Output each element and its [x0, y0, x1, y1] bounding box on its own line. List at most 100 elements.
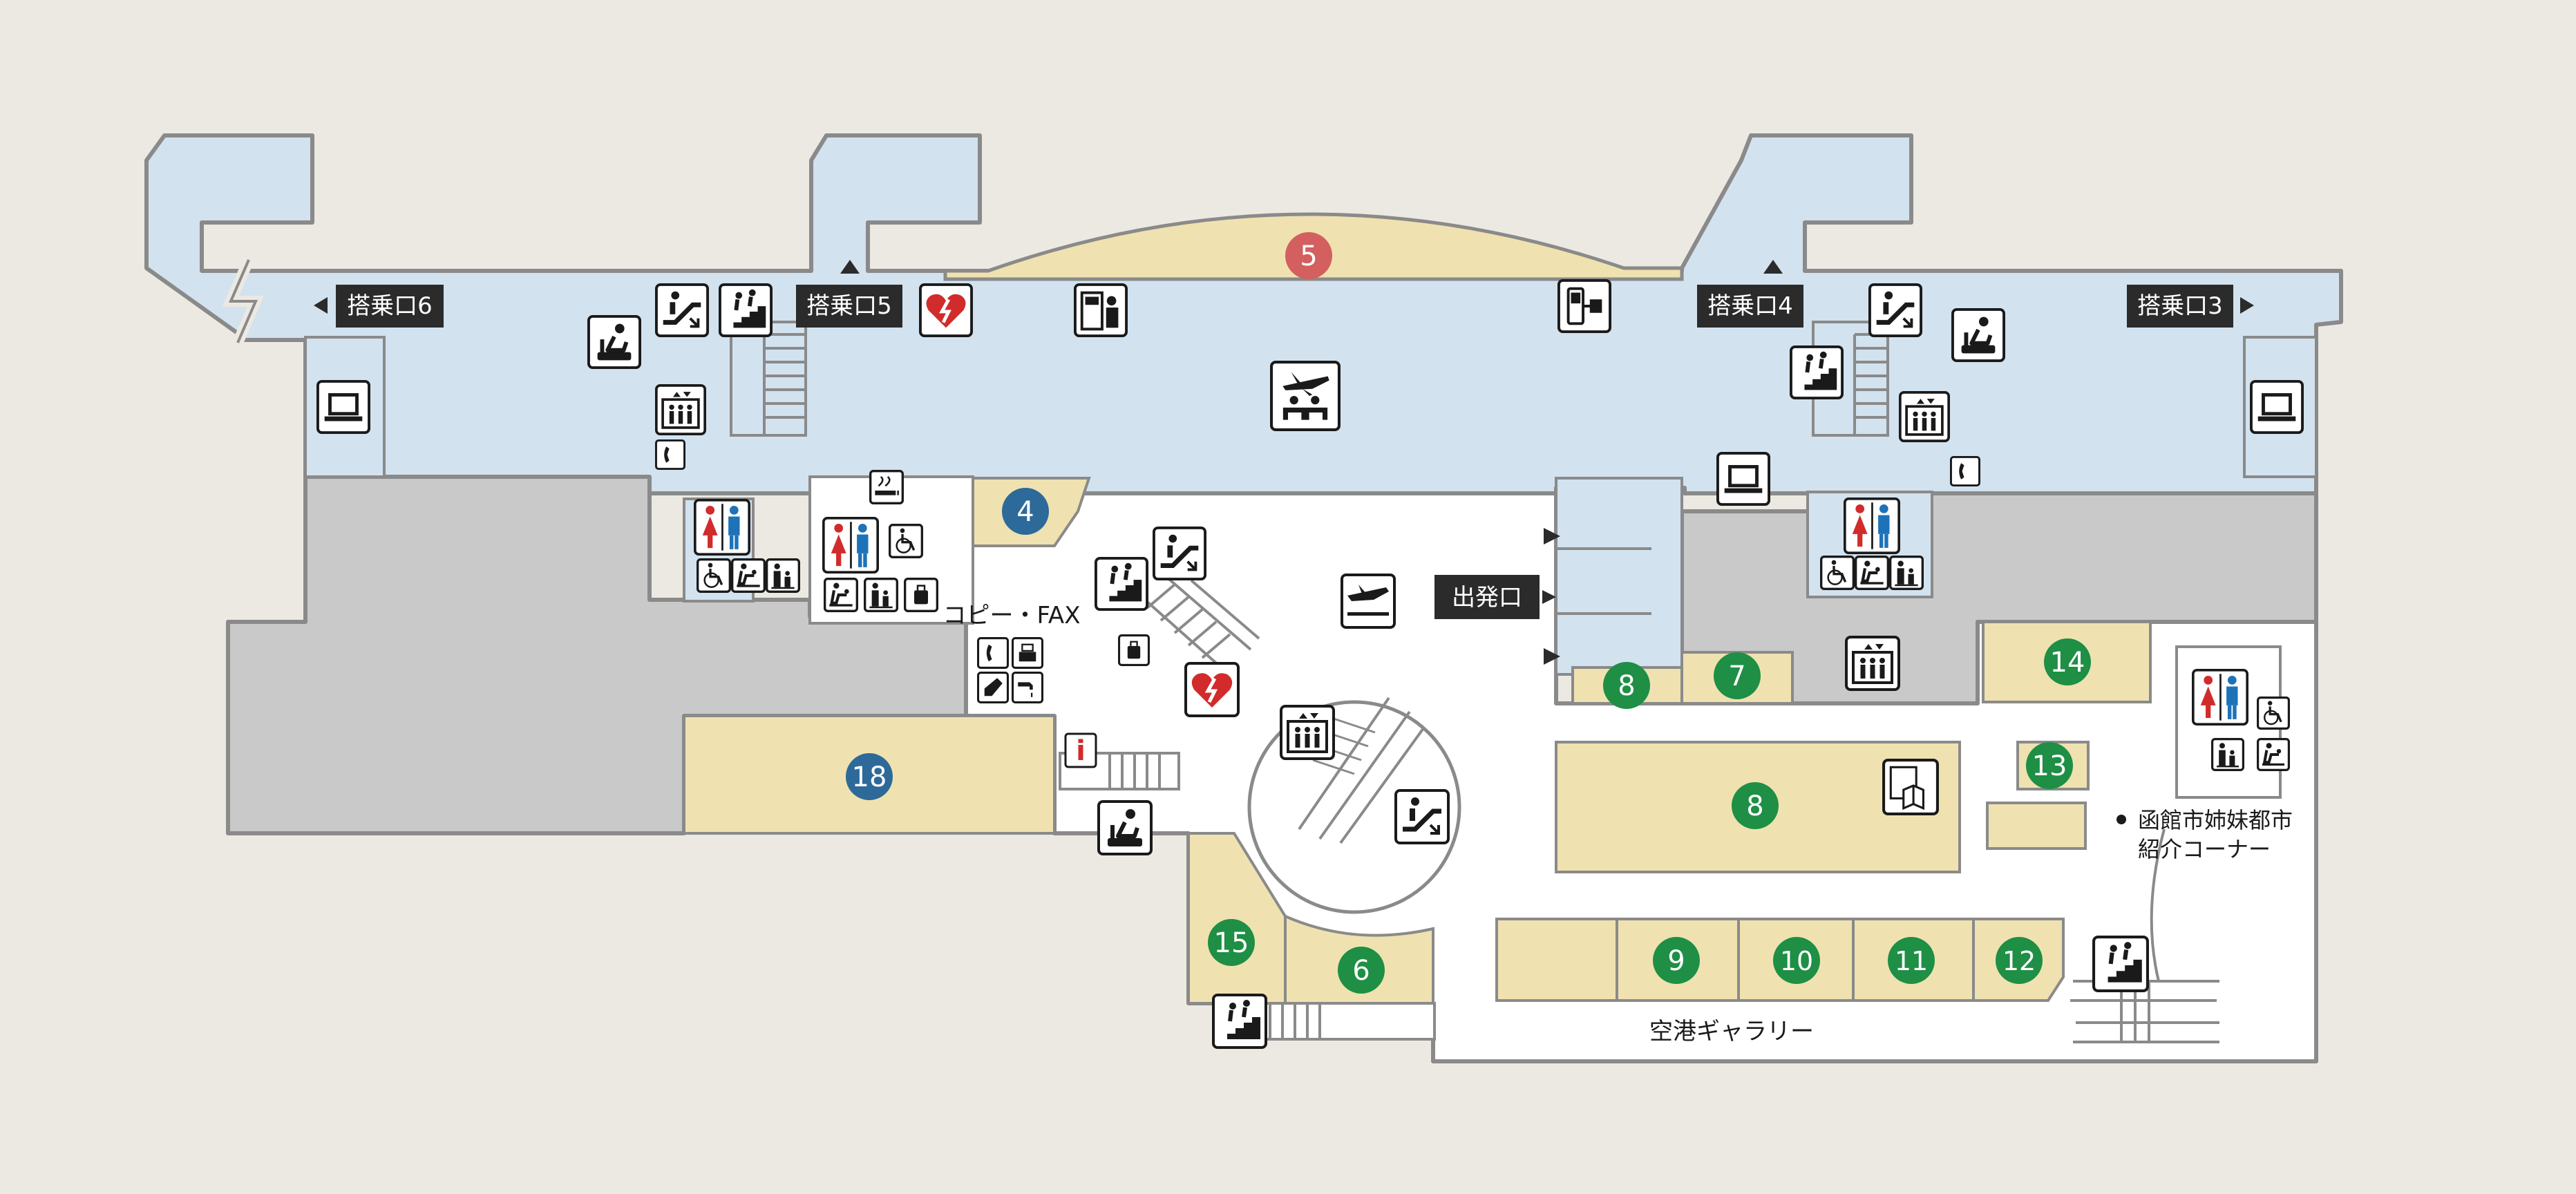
aed-icon [920, 285, 972, 336]
gate-5-sign: 搭乗口5 [796, 260, 902, 328]
shop-10-number: 10 [1780, 946, 1813, 976]
shop-7-number: 7 [1728, 661, 1745, 692]
stairs-icon [2094, 937, 2148, 991]
coin-locker-icon [1118, 634, 1150, 666]
atm-icon [1074, 283, 1128, 337]
shop-7-badge [1714, 652, 1761, 699]
gallery-dividers [1616, 919, 1975, 1001]
shop-8-large-badge [1732, 782, 1779, 829]
wheelchair-icon [889, 524, 923, 558]
phone-icon [1950, 456, 1980, 486]
information-icon: i [1064, 732, 1097, 768]
departure-exit-sign: 出発口 [1434, 528, 1560, 665]
wheelchair-icon [2257, 696, 2290, 730]
shop-5-badge [1285, 232, 1332, 279]
copy-fax-machine-icon [1012, 637, 1043, 669]
shop-13-badge [2026, 742, 2073, 789]
gate-5-label: 搭乗口5 [806, 292, 892, 320]
baby-care-icon [1856, 557, 1888, 589]
stairs-icon [720, 285, 771, 336]
restroom-icon [694, 499, 750, 556]
gate-6-label: 搭乗口6 [347, 292, 433, 320]
airside-corridor [144, 133, 2343, 495]
shop-13-number: 13 [2032, 750, 2067, 782]
elevator-icon [1846, 637, 1899, 690]
elevator-icon [1900, 392, 1949, 441]
rest-seat-icon [589, 316, 640, 368]
stairs-icon [1096, 558, 1147, 609]
shop-10-badge [1773, 937, 1820, 984]
restroom-icon [2192, 669, 2248, 726]
gate-6-sign: 搭乗口6 [314, 285, 444, 328]
escalator-icon [656, 285, 708, 336]
baby-care-icon [2257, 738, 2290, 771]
gate-4-label: 搭乗口4 [1707, 292, 1793, 320]
departure-exit-label: 出発口 [1452, 584, 1522, 612]
family-room-icon [864, 578, 898, 612]
shop-18-number: 18 [852, 761, 887, 793]
lane-divider [1556, 547, 1651, 615]
phone-icon [977, 637, 1009, 669]
laptop-icon [2251, 381, 2302, 433]
newsstand-icon [1884, 760, 1938, 814]
shop-18-badge [846, 753, 893, 800]
family-room-icon [1889, 556, 1924, 590]
laptop-icon [1718, 453, 1769, 504]
shop-11-badge [1888, 937, 1935, 984]
rest-seat-icon [1953, 310, 2004, 361]
shop-6-badge [1338, 947, 1385, 994]
rest-seat-icon [1099, 802, 1151, 854]
sister-city-label-line1: 函館市姉妹都市 [2138, 807, 2293, 833]
shop-4-number: 4 [1016, 496, 1034, 528]
gate-3-label: 搭乗口3 [2137, 292, 2223, 320]
shop-5-number: 5 [1300, 240, 1317, 272]
shop-12-badge [1996, 937, 2043, 984]
phone-icon [655, 439, 685, 470]
shop-9-badge [1653, 937, 1700, 984]
escalator-icon [1396, 790, 1448, 843]
baby-care-icon [825, 579, 858, 612]
elevator-icon [656, 386, 705, 434]
locker-icon [904, 578, 938, 612]
gate-4-sign: 搭乗口4 [1697, 260, 1803, 328]
information-glyph: i [1076, 735, 1086, 767]
stairs-icon [1791, 347, 1842, 398]
laptop-icon [318, 381, 369, 433]
shop-8-large-number: 8 [1746, 790, 1763, 822]
shop-8-small-number: 8 [1618, 670, 1635, 702]
gate-arrow [1544, 528, 1560, 544]
water-fountain-icon [1012, 672, 1043, 703]
departure-gate-lanes [1555, 477, 1683, 676]
charging-station-icon [1557, 279, 1611, 333]
escalator-icon [1154, 528, 1205, 579]
departure-lounge-icon [1271, 362, 1339, 430]
shop-4-badge [1002, 488, 1049, 535]
gate-arrow [1544, 648, 1560, 665]
shop-14-number: 14 [2050, 647, 2085, 679]
copy-fax-label: コピー・FAX [943, 602, 1081, 629]
baby-care-icon [732, 560, 765, 592]
restroom-icon [1844, 498, 1900, 554]
sister-city-label-line2: 紹介コーナー [2138, 836, 2271, 862]
shop-6-number: 6 [1352, 955, 1370, 987]
kiosk-area [1986, 802, 2087, 850]
gate-3-sign: 搭乗口3 [2127, 285, 2254, 328]
wheelchair-icon [697, 558, 731, 593]
departure-icon [1341, 574, 1396, 629]
vending-icon [977, 672, 1009, 703]
escalator-icon [1870, 285, 1921, 336]
aed-icon [1186, 663, 1238, 716]
restroom-icon [822, 517, 879, 574]
family-room-icon [2211, 738, 2244, 771]
elevator-icon [1281, 706, 1334, 759]
shop-12-number: 12 [2002, 946, 2036, 976]
wheelchair-icon [1820, 556, 1855, 590]
central-escalator [1137, 571, 1260, 673]
shop-14-badge [2044, 638, 2091, 685]
shop-11-number: 11 [1895, 946, 1928, 976]
sister-city-marker [2116, 815, 2126, 824]
shop-15-number: 15 [1214, 927, 1249, 959]
smoking-area-icon [869, 470, 904, 504]
gallery-label: 空港ギャラリー [1649, 1018, 1814, 1045]
